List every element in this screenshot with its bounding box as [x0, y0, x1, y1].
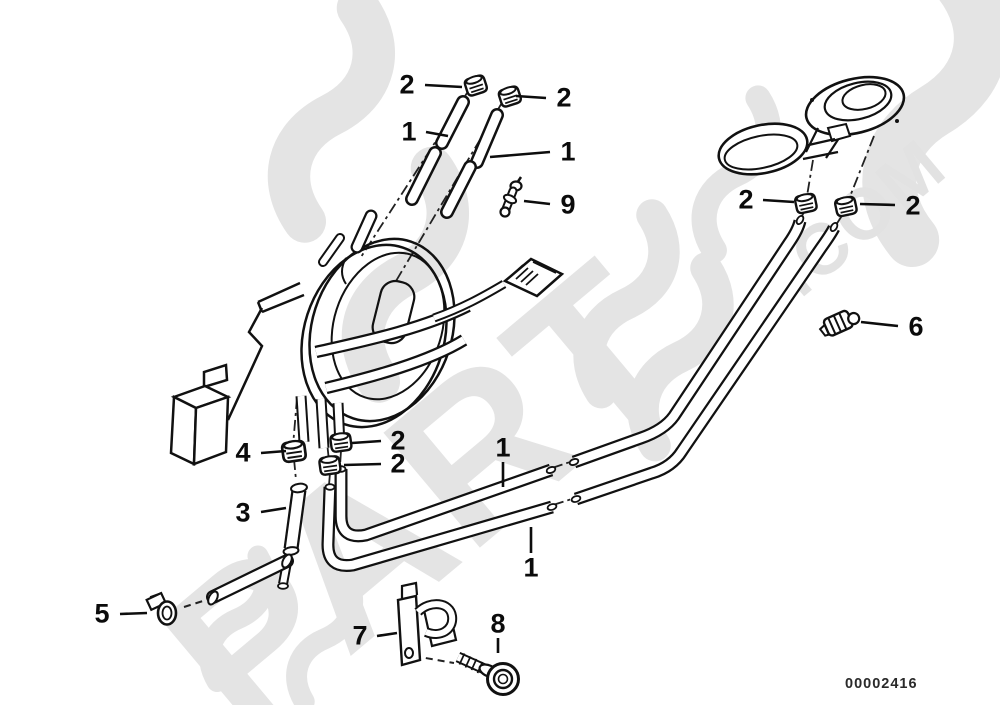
- callout-label-2-1: 2: [556, 82, 572, 113]
- callout-label-2-9: 2: [390, 425, 406, 456]
- hose-clamp-item5: [145, 591, 178, 626]
- callout-label-2-5: 2: [738, 184, 754, 215]
- leader-line-3: [260, 506, 287, 514]
- filler-cap: [717, 122, 839, 176]
- leader-line-2: [762, 198, 795, 204]
- pipe-open-ends: [324, 215, 839, 511]
- fuel-filler-neck: [804, 75, 906, 159]
- leader-line-1: [425, 130, 449, 138]
- leader-line-1: [489, 150, 551, 159]
- leader-line-7: [376, 631, 398, 638]
- callout-label-9-4: 9: [560, 189, 576, 220]
- callout-label-8-16: 8: [490, 608, 506, 639]
- leader-line-2: [351, 439, 382, 445]
- drawing-number: 00002416: [845, 676, 918, 692]
- short-hose-bottom-left: [206, 553, 294, 606]
- leader-line-5: [119, 611, 148, 616]
- leader-line-9: [523, 199, 551, 206]
- leader-line-4: [260, 449, 287, 455]
- connector-cable: [432, 280, 507, 323]
- callout-label-3-11: 3: [235, 497, 251, 528]
- pipe-clip-item6: [818, 309, 861, 337]
- callout-label-1-3: 1: [560, 136, 576, 167]
- vent-hose-pieces: [405, 95, 504, 219]
- rubber-buffer-block: [169, 363, 232, 466]
- callout-label-2-10: 2: [390, 448, 406, 479]
- mounting-arm-and-wire: [226, 281, 305, 421]
- breather-pipe-rear: [334, 219, 807, 543]
- callout-label-4-8: 4: [235, 437, 251, 468]
- callout-label-1-12: 1: [495, 432, 511, 463]
- bolt-item8: [455, 651, 520, 696]
- callout-label-6-7: 6: [908, 311, 924, 342]
- leader-line-6: [860, 320, 899, 328]
- callout-label-2-0: 2: [399, 69, 415, 100]
- pump-plate-hoses: [295, 209, 471, 449]
- callout-label-5-14: 5: [94, 598, 110, 629]
- leader-line-2: [424, 83, 463, 89]
- leader-line-2: [859, 202, 896, 207]
- leader-line-2: [343, 462, 382, 467]
- callout-label-1-13: 1: [523, 552, 539, 583]
- callout-label-2-6: 2: [905, 190, 921, 221]
- callout-label-7-15: 7: [352, 620, 368, 651]
- callout-label-1-2: 1: [401, 116, 417, 147]
- electrical-connector: [502, 257, 565, 298]
- breather-valve: [499, 176, 523, 218]
- holder-bracket-item7: [396, 581, 458, 667]
- breather-pipe-front: [321, 224, 840, 573]
- leader-line-2: [515, 94, 547, 100]
